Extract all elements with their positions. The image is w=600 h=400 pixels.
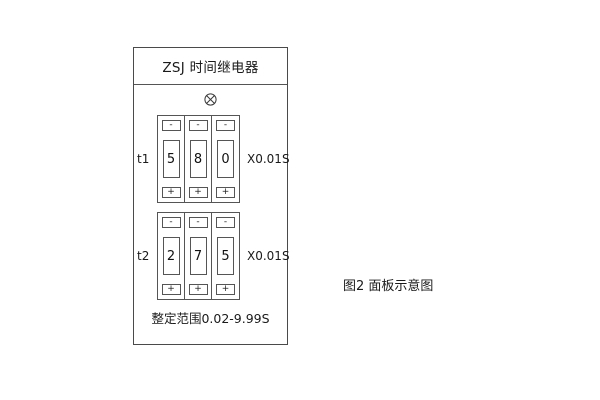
setting-label-t1: t1: [137, 152, 150, 166]
thumbwheel-digit-t1-2: - 0 +: [212, 116, 239, 202]
decrement-button-t1-1[interactable]: -: [188, 120, 208, 131]
decrement-button-t2-0[interactable]: -: [161, 217, 181, 228]
setting-row-t2: t2 - 2 + - 7 + - 5 + X0.01S: [134, 212, 290, 300]
thumbwheel-digit-t2-0: - 2 +: [158, 213, 185, 299]
panel-header: ZSJ 时间继电器: [134, 48, 287, 85]
increment-button-t1-2[interactable]: +: [216, 187, 235, 198]
increment-button-t1-1[interactable]: +: [188, 187, 208, 198]
thumbwheel-digit-t2-2: - 5 +: [212, 213, 239, 299]
increment-button-t2-0[interactable]: +: [161, 284, 181, 295]
panel-title: ZSJ 时间继电器: [162, 60, 259, 76]
digit-display-t1-1[interactable]: 8: [189, 140, 207, 178]
digit-display-t1-0[interactable]: 5: [162, 140, 180, 178]
digit-display-t2-1[interactable]: 7: [189, 237, 207, 275]
decrement-button-t1-2[interactable]: -: [216, 120, 235, 131]
setting-unit-t2: X0.01S: [247, 249, 290, 263]
increment-button-t2-1[interactable]: +: [188, 284, 208, 295]
digit-display-t2-2[interactable]: 5: [217, 237, 234, 275]
digit-display-t1-2[interactable]: 0: [217, 140, 234, 178]
thumbwheel-digit-t2-1: - 7 +: [185, 213, 212, 299]
indicator-lamp-row: [134, 85, 287, 114]
decrement-button-t2-1[interactable]: -: [188, 217, 208, 228]
setting-row-t1: t1 - 5 + - 8 + - 0 + X0.01S: [134, 115, 290, 203]
thumbwheel-block-t1: - 5 + - 8 + - 0 +: [157, 115, 240, 203]
setting-range-row: 整定范围0.02-9.99S: [134, 308, 287, 327]
increment-button-t2-2[interactable]: +: [216, 284, 235, 295]
decrement-button-t1-0[interactable]: -: [161, 120, 181, 131]
figure-caption: 图2 面板示意图: [343, 279, 434, 294]
thumbwheel-block-t2: - 2 + - 7 + - 5 +: [157, 212, 240, 300]
increment-button-t1-0[interactable]: +: [161, 187, 181, 198]
digit-display-t2-0[interactable]: 2: [162, 237, 180, 275]
decrement-button-t2-2[interactable]: -: [216, 217, 235, 228]
setting-unit-t1: X0.01S: [247, 152, 290, 166]
thumbwheel-digit-t1-0: - 5 +: [158, 116, 185, 202]
thumbwheel-digit-t1-1: - 8 +: [185, 116, 212, 202]
relay-front-panel: ZSJ 时间继电器 t1 - 5 + - 8 +: [133, 47, 290, 345]
setting-label-t2: t2: [137, 249, 150, 263]
circle-x-lamp-icon: [204, 93, 217, 106]
setting-range-text: 整定范围0.02-9.99S: [151, 311, 270, 326]
